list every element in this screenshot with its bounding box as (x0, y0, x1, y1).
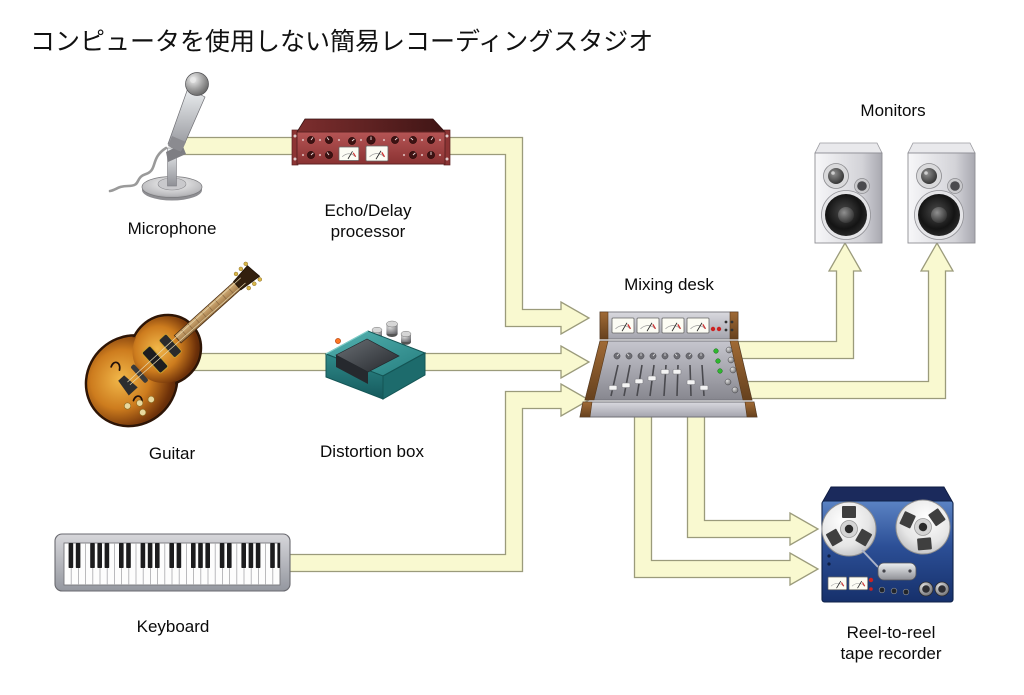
connector-desk-to-tape-upper (686, 409, 820, 547)
label-echo-delay: Echo/Delay processor (325, 200, 412, 242)
label-guitar: Guitar (148, 444, 196, 463)
diagram-title: コンピュータを使用しない簡易レコーディングスタジオ (30, 28, 654, 56)
label-microphone: Microphone (127, 219, 217, 238)
keyboard-icon (54, 533, 291, 592)
label-distortion-box: Distortion box (320, 442, 424, 461)
connector-desk-to-tape-lower (633, 409, 820, 587)
connector-desk-to-monitor-right (743, 241, 955, 400)
label-tape-recorder-line1: Reel-to-reel (846, 623, 936, 642)
connector-desk-to-monitor-left (735, 241, 863, 360)
label-tape-recorder-line2: tape recorder (840, 644, 942, 663)
label-mixing-desk: Mixing desk (624, 275, 714, 294)
connector-keyboard-to-mixing-desk (283, 382, 591, 573)
label-tape-recorder: Reel-to-reel tape recorder (840, 622, 941, 664)
tape-recorder-icon (821, 486, 962, 603)
distortion-box-icon (324, 320, 427, 400)
label-echo-delay-line2: processor (330, 222, 406, 241)
monitor-right-icon (907, 142, 976, 244)
label-keyboard: Keyboard (136, 617, 210, 636)
echo-delay-processor-icon (291, 118, 451, 166)
mixing-desk-icon (579, 311, 758, 418)
label-monitors: Monitors (860, 101, 926, 120)
label-echo-delay-line1: Echo/Delay (324, 201, 412, 220)
microphone-icon (108, 72, 209, 201)
guitar-icon (84, 261, 262, 428)
monitor-left-icon (814, 142, 883, 244)
